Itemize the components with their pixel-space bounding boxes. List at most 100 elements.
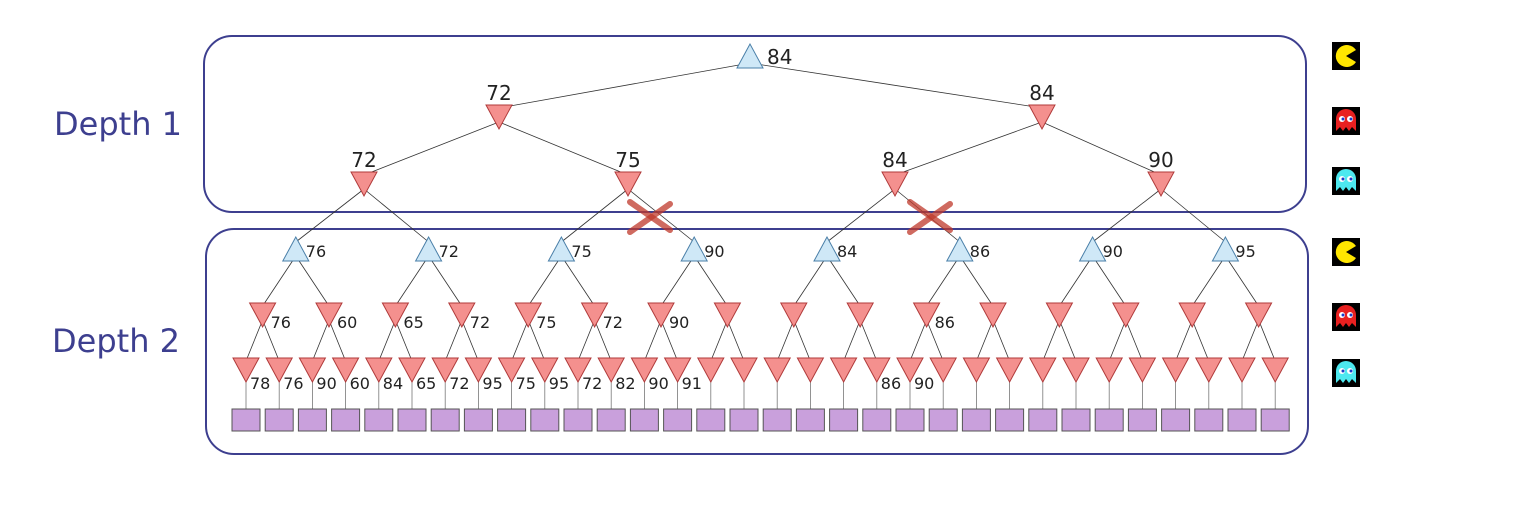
terminal-state (995, 408, 1025, 432)
node-value-label: 72 (603, 313, 623, 332)
ghost-pupil (1341, 313, 1345, 317)
ghost-pupil (1341, 369, 1345, 373)
tree-edge (693, 255, 728, 307)
min-node (614, 171, 642, 198)
tree-edge (926, 319, 944, 362)
terminal-state (1194, 408, 1224, 432)
min-node (1111, 302, 1140, 329)
tree-edge (727, 319, 745, 362)
terminal-state (629, 408, 659, 432)
terminal-state (297, 408, 327, 432)
prune-mark (627, 201, 673, 235)
min-node (431, 357, 460, 384)
tree-edge (444, 319, 463, 362)
tree-edge (328, 319, 346, 362)
node-value-label: 76 (306, 242, 326, 261)
depth-2-box (205, 228, 1309, 455)
min-node (497, 357, 526, 384)
terminal-state (264, 408, 294, 432)
min-node (1194, 357, 1223, 384)
tree-edge (627, 188, 695, 243)
terminal-state (663, 408, 693, 432)
terminal-state (530, 408, 560, 432)
tree-edge (312, 319, 330, 362)
ghost-pupil (1349, 313, 1353, 317)
min-node (1228, 357, 1256, 384)
tree-edge (1059, 255, 1093, 307)
node-value-label: 84 (767, 45, 792, 69)
tree-edge (527, 255, 562, 307)
node-value-label: 78 (250, 374, 270, 393)
node-value-label: 75 (516, 374, 536, 393)
node-value-label: 65 (403, 313, 423, 332)
tree-edge (511, 319, 529, 362)
node-value-label: 95 (482, 374, 502, 393)
terminal-state (928, 408, 958, 432)
min-node (315, 302, 343, 329)
tree-edge (749, 62, 1043, 109)
min-node (929, 357, 958, 384)
tree-edge (1241, 319, 1259, 362)
min-node (730, 357, 758, 384)
tree-edge (1042, 319, 1060, 362)
min-node (350, 171, 378, 198)
min-node (713, 302, 742, 329)
node-value-label: 82 (615, 374, 635, 393)
min-node (1095, 357, 1124, 384)
terminal-state (1161, 408, 1191, 432)
min-node (862, 357, 891, 384)
terminal-state (1127, 408, 1157, 432)
min-node (796, 357, 825, 384)
tree-edge (976, 319, 994, 362)
min-node (1244, 302, 1273, 329)
node-value-label: 90 (1103, 242, 1123, 261)
tree-edge (909, 319, 927, 362)
terminal-state (430, 408, 460, 432)
tree-edge (498, 121, 629, 176)
min-node (1045, 302, 1074, 329)
tree-edge (710, 319, 728, 362)
prune-mark (907, 201, 953, 235)
terminal-state (862, 408, 892, 432)
min-node (1147, 171, 1175, 198)
min-node (331, 357, 360, 384)
min-node (364, 357, 393, 384)
node-value-label: 75 (615, 148, 640, 172)
cyan-ghost-icon (1332, 167, 1360, 195)
terminal-state (1094, 408, 1124, 432)
tree-edge (1191, 319, 1210, 362)
node-value-label: 60 (337, 313, 357, 332)
min-node (232, 357, 260, 384)
min-node (597, 357, 626, 384)
node-value-label: 75 (536, 313, 556, 332)
tree-edge (262, 255, 297, 307)
terminal-state (397, 408, 427, 432)
max-node (547, 235, 576, 262)
ghost-body (1336, 169, 1356, 191)
terminal-state (231, 408, 261, 432)
tree-edge (826, 255, 861, 307)
node-value-label: 84 (1029, 81, 1054, 105)
tree-edge (1092, 188, 1162, 243)
tree-edge (395, 319, 413, 362)
terminal-state (895, 408, 925, 432)
max-node (813, 235, 841, 262)
min-node (248, 302, 277, 329)
tree-edge (1258, 319, 1276, 362)
min-node (530, 357, 559, 384)
min-node (1261, 357, 1290, 384)
min-node (846, 302, 875, 329)
tree-edge (776, 319, 795, 362)
node-value-label: 86 (970, 242, 990, 261)
tree-edge (561, 255, 595, 307)
terminal-state (563, 408, 593, 432)
pacman-shape (1335, 45, 1356, 68)
min-node (829, 357, 858, 384)
tree-edge (1092, 255, 1127, 307)
min-node (630, 357, 659, 384)
max-node (281, 235, 310, 262)
terminal-state (1227, 408, 1257, 432)
min-node (564, 357, 592, 384)
terminal-state (596, 408, 626, 432)
